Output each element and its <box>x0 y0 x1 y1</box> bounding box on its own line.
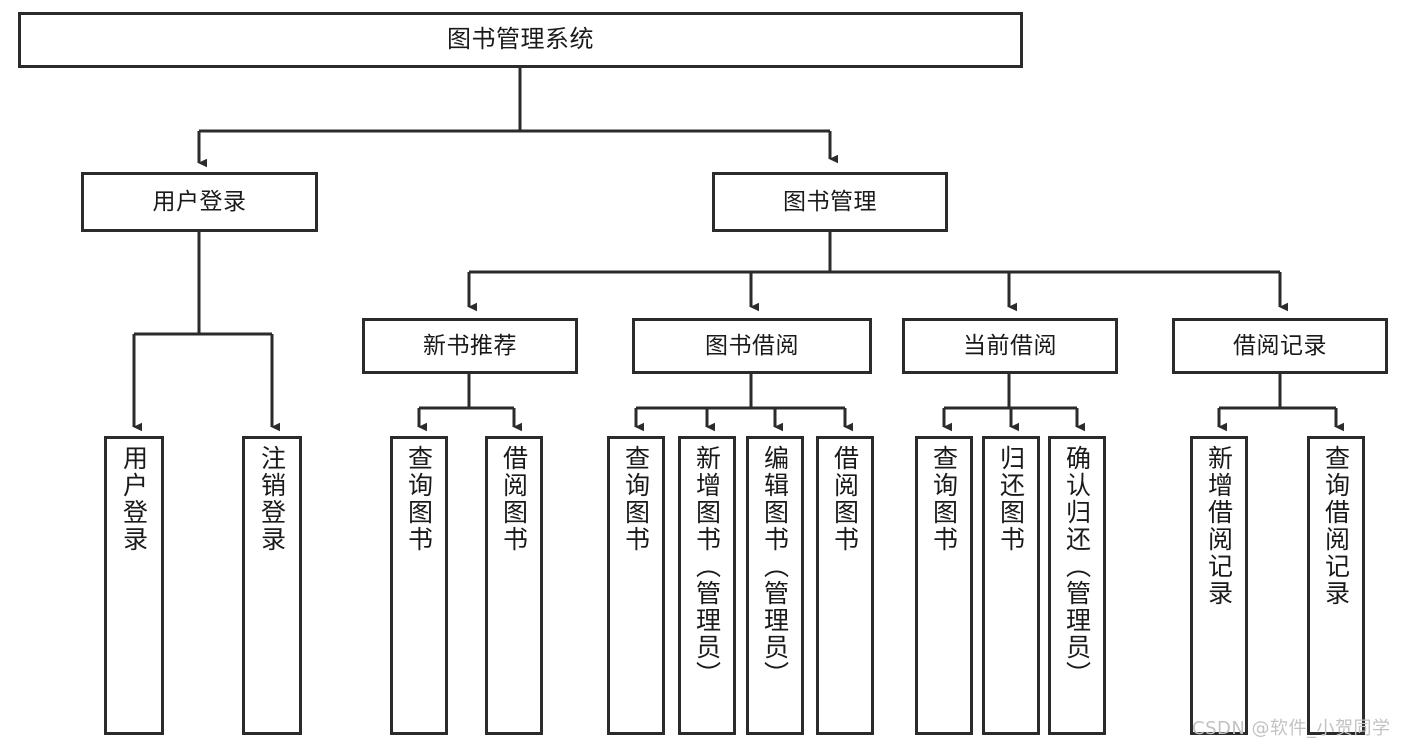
node-leaf-add-book-admin[interactable]: 新增图书（管理员） <box>678 436 736 735</box>
node-new-book-recommend-label: 新书推荐 <box>423 332 517 359</box>
node-root-system-label: 图书管理系统 <box>447 25 594 54</box>
node-leaf-return-book-label: 归还图书 <box>996 445 1026 553</box>
node-book-borrow-label: 图书借阅 <box>705 332 799 359</box>
node-leaf-query-book-3-label: 查询图书 <box>929 445 959 553</box>
node-leaf-user-login-label: 用户登录 <box>119 445 149 553</box>
node-borrow-record-label: 借阅记录 <box>1233 332 1327 359</box>
node-current-borrow-label: 当前借阅 <box>963 332 1057 359</box>
node-leaf-return-book[interactable]: 归还图书 <box>982 436 1040 735</box>
node-book-borrow[interactable]: 图书借阅 <box>632 318 872 374</box>
node-leaf-borrow-book-1-label: 借阅图书 <box>499 445 529 553</box>
node-leaf-query-borrow-record[interactable]: 查询借阅记录 <box>1307 436 1365 735</box>
node-leaf-query-borrow-record-label: 查询借阅记录 <box>1321 445 1351 607</box>
node-leaf-query-book-2-label: 查询图书 <box>621 445 651 553</box>
node-leaf-confirm-return-admin[interactable]: 确认归还（管理员） <box>1048 436 1106 735</box>
node-leaf-borrow-book-1[interactable]: 借阅图书 <box>485 436 543 735</box>
node-leaf-confirm-return-admin-label: 确认归还（管理员） <box>1062 445 1092 688</box>
node-leaf-logout-login-label: 注销登录 <box>257 445 287 553</box>
node-leaf-query-book-2[interactable]: 查询图书 <box>607 436 665 735</box>
node-leaf-query-book-3[interactable]: 查询图书 <box>915 436 973 735</box>
node-leaf-logout-login[interactable]: 注销登录 <box>242 436 302 735</box>
node-leaf-borrow-book-2-label: 借阅图书 <box>830 445 860 553</box>
node-new-book-recommend[interactable]: 新书推荐 <box>362 318 578 374</box>
node-leaf-add-book-admin-label: 新增图书（管理员） <box>692 445 722 688</box>
node-leaf-user-login[interactable]: 用户登录 <box>104 436 164 735</box>
node-leaf-borrow-book-2[interactable]: 借阅图书 <box>816 436 874 735</box>
node-leaf-query-book-1-label: 查询图书 <box>404 445 434 553</box>
node-root-system[interactable]: 图书管理系统 <box>18 12 1023 68</box>
node-current-borrow[interactable]: 当前借阅 <box>902 318 1118 374</box>
node-leaf-edit-book-admin[interactable]: 编辑图书（管理员） <box>746 436 804 735</box>
node-book-manage[interactable]: 图书管理 <box>712 172 948 232</box>
node-user-login[interactable]: 用户登录 <box>81 172 318 232</box>
node-leaf-edit-book-admin-label: 编辑图书（管理员） <box>760 445 790 688</box>
node-user-login-label: 用户登录 <box>152 188 247 215</box>
node-book-manage-label: 图书管理 <box>783 188 877 215</box>
csdn-watermark: CSDN @软件_小贺同学 <box>1192 718 1391 739</box>
node-borrow-record[interactable]: 借阅记录 <box>1172 318 1388 374</box>
node-leaf-query-book-1[interactable]: 查询图书 <box>390 436 448 735</box>
node-leaf-add-borrow-record-label: 新增借阅记录 <box>1204 445 1234 607</box>
node-leaf-add-borrow-record[interactable]: 新增借阅记录 <box>1190 436 1248 735</box>
